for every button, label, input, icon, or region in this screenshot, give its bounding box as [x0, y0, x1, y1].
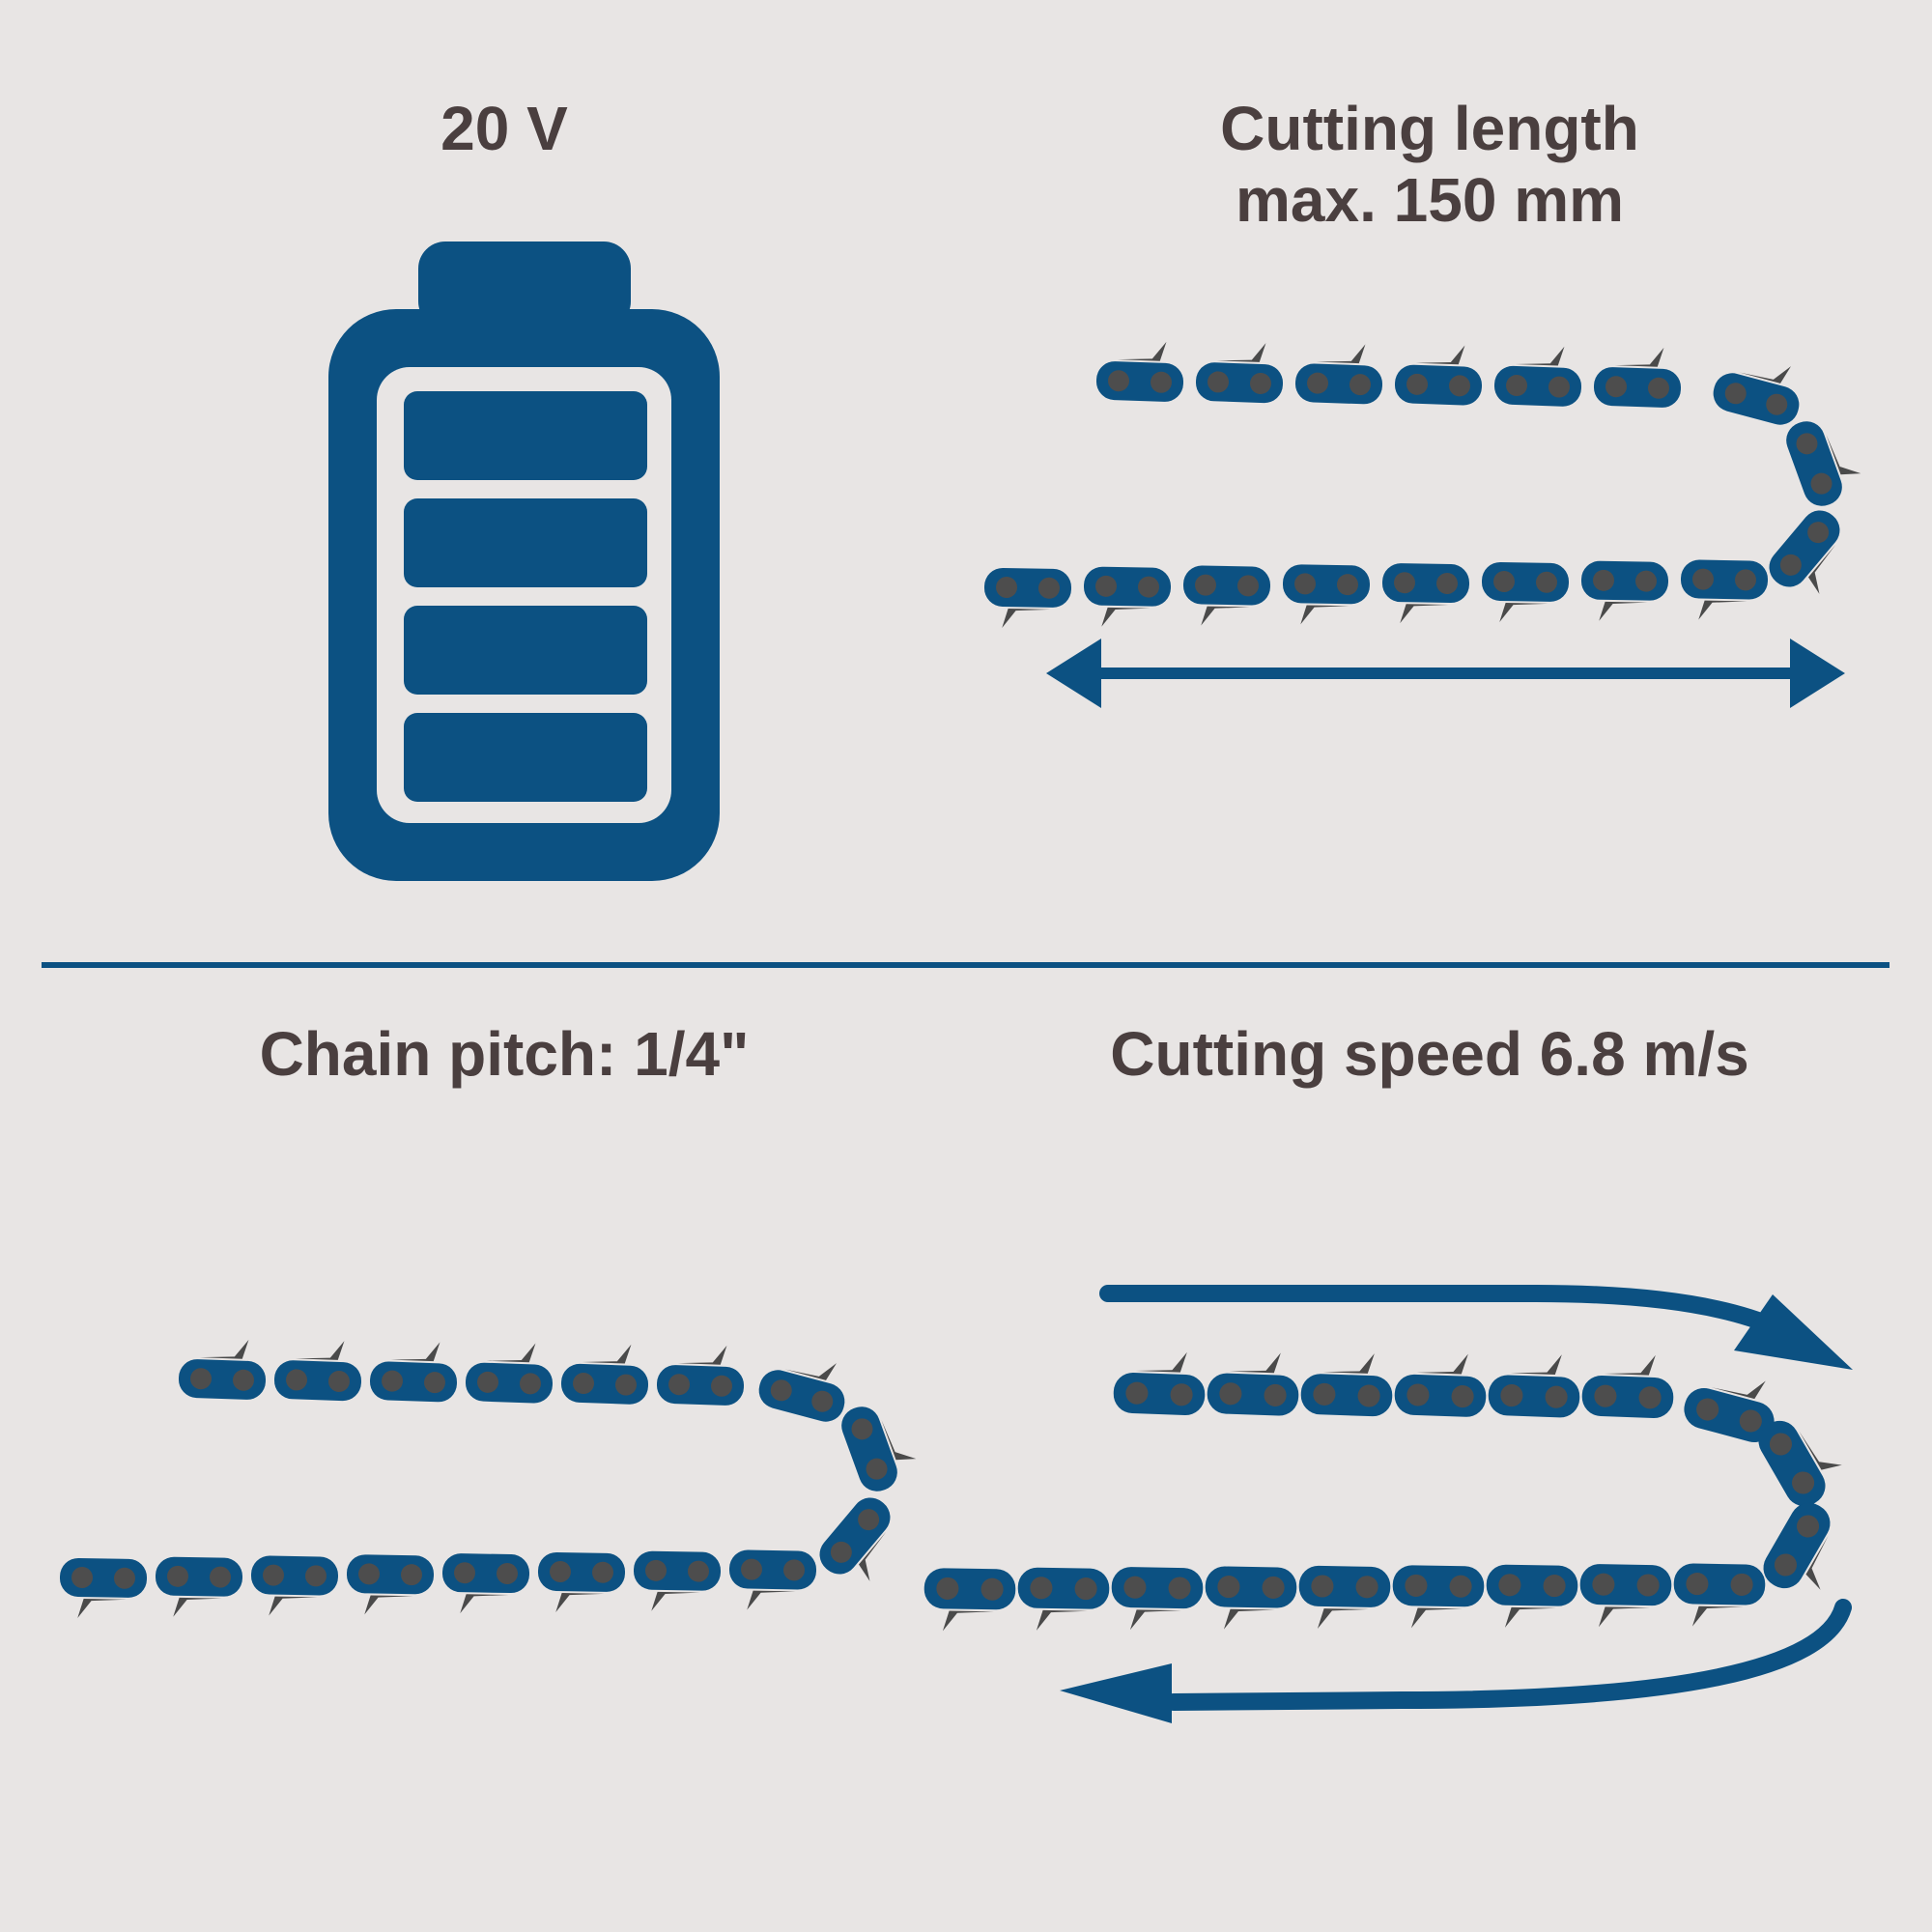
chain-link: [1083, 566, 1172, 628]
chain-link: [560, 1342, 650, 1406]
chain-icon: [923, 1350, 1857, 1633]
chain-pitch-label: Chain pitch: 1/4": [259, 1019, 750, 1089]
cutting-length-title: Cutting length: [1220, 94, 1639, 163]
cutting-length-label: Cutting length max. 150 mm: [1043, 93, 1816, 236]
battery-cell: [404, 606, 647, 695]
chain-link: [465, 1341, 554, 1405]
chain-link: [1485, 1564, 1578, 1630]
chain-link: [1297, 1565, 1391, 1631]
chain-link: [1593, 345, 1683, 409]
chain-link: [441, 1552, 530, 1615]
chain-link: [273, 1338, 363, 1402]
double-arrow-icon: [1046, 639, 1845, 708]
chain-link: [1300, 1350, 1394, 1417]
chain-link: [923, 1567, 1016, 1633]
chain-link: [59, 1557, 148, 1620]
chain-link: [656, 1343, 746, 1406]
chain-link: [1680, 559, 1769, 621]
chain-link: [1282, 564, 1371, 626]
chain-link: [754, 1345, 855, 1426]
cutting-speed-label: Cutting speed 6.8 m/s: [1110, 1019, 1749, 1089]
chain-link: [1381, 562, 1470, 625]
chain-link: [1394, 1351, 1488, 1418]
chain-link: [983, 567, 1072, 630]
battery-cells: [404, 391, 647, 802]
chain-link: [1580, 560, 1669, 622]
chain-link: [1095, 339, 1185, 403]
chain-link: [1780, 409, 1867, 512]
chain-link: [728, 1549, 817, 1611]
chain-link: [633, 1550, 722, 1612]
chain-link: [369, 1339, 459, 1403]
battery-cell: [404, 713, 647, 802]
chain-link: [1113, 1350, 1207, 1416]
chain-link: [1672, 1563, 1766, 1628]
chain-link: [1488, 1351, 1581, 1419]
chain-link: [1709, 348, 1809, 429]
chain-link: [1394, 343, 1484, 407]
rotation-arrows-icon: [1060, 1285, 1853, 1723]
chain-link: [1756, 1495, 1857, 1606]
chain-link: [1182, 565, 1271, 627]
chain-link: [1110, 1566, 1204, 1632]
battery-cell: [404, 391, 647, 480]
chain-icon: [983, 339, 1867, 630]
cutting-length-value: max. 150 mm: [1235, 165, 1625, 235]
voltage-label: 20 V: [440, 94, 568, 163]
chain-link: [155, 1556, 243, 1618]
chain-link: [178, 1337, 268, 1401]
battery-cell: [404, 498, 647, 587]
chain-link: [250, 1555, 339, 1617]
battery-icon: [328, 242, 720, 881]
chain-icon: [59, 1337, 923, 1620]
chain-link: [1195, 340, 1285, 404]
chain-link: [1016, 1567, 1110, 1633]
chain-link: [1578, 1563, 1672, 1629]
chain-link: [811, 1490, 915, 1596]
chain-link: [1294, 341, 1384, 405]
chain-link: [1391, 1564, 1485, 1630]
chain-link: [1581, 1352, 1675, 1419]
chain-link: [836, 1394, 923, 1497]
chain-link: [1204, 1566, 1297, 1631]
chain-link: [1493, 344, 1583, 408]
section-divider: [42, 962, 1889, 968]
chain-link: [1207, 1350, 1300, 1417]
chain-link: [346, 1554, 435, 1616]
chain-link: [1481, 561, 1570, 624]
chain-link: [537, 1551, 626, 1614]
chain-link: [1761, 502, 1864, 609]
